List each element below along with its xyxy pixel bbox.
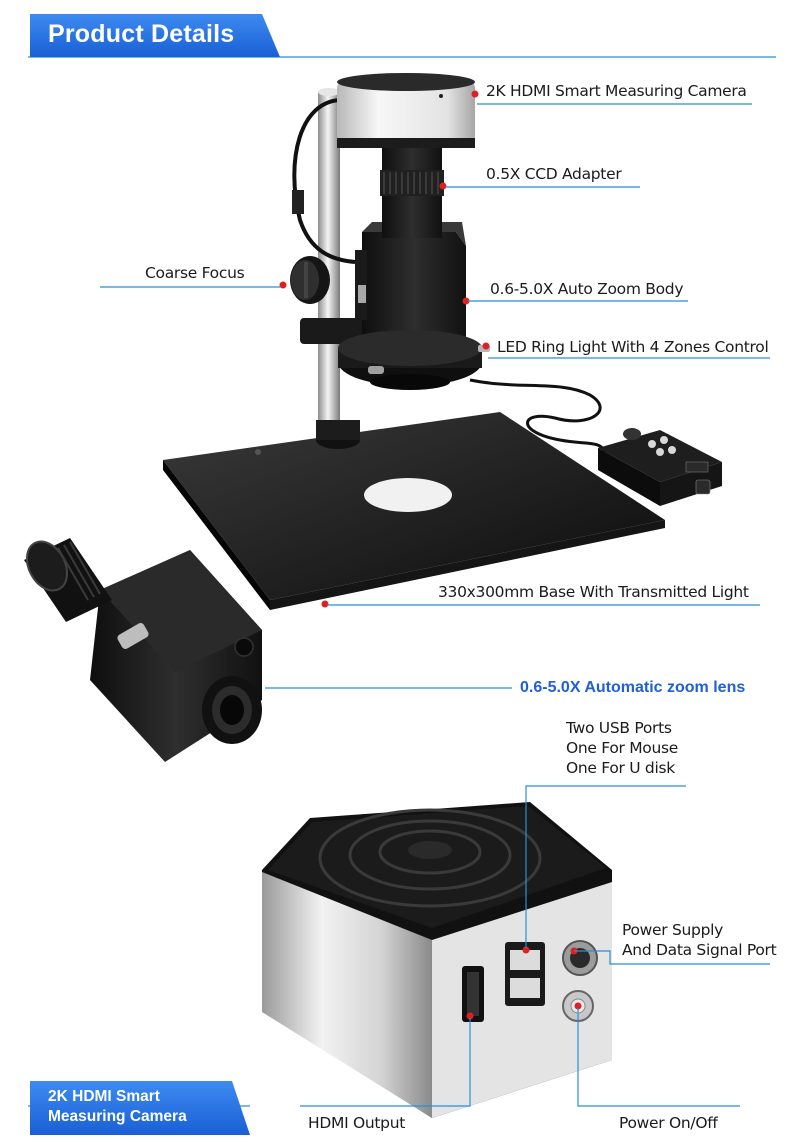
callout-usb-line2: One For Mouse (566, 739, 679, 757)
footer-title: 2K HDMI Smart Measuring Camera (48, 1087, 187, 1127)
callout-power-switch: Power On/Off (619, 1114, 718, 1132)
callout-power-port-line1: Power Supply (622, 921, 724, 939)
controller-cable (469, 378, 607, 453)
microscope-base (163, 412, 665, 610)
page-title: Product Details (48, 20, 235, 48)
zoom-lens-photo (24, 538, 262, 762)
ccd-adapter (380, 148, 447, 238)
camera-head (337, 73, 479, 148)
callout-coarse-focus: Coarse Focus (145, 264, 245, 282)
callout-power-port-line2: And Data Signal Port (622, 941, 777, 959)
callout-lines (100, 103, 770, 1107)
footer-badge (30, 1081, 250, 1135)
callout-zoom-lens: 0.6-5.0X Automatic zoom lens (520, 679, 746, 696)
led-ring-light (338, 330, 490, 390)
footer-title-line2: Measuring Camera (48, 1108, 187, 1125)
header-badge (30, 14, 280, 57)
callout-zoom-body: 0.6-5.0X Auto Zoom Body (490, 280, 684, 298)
callout-hdmi: HDMI Output (308, 1114, 406, 1132)
callout-base: 330x300mm Base With Transmitted Light (438, 583, 749, 601)
callout-adapter: 0.5X CCD Adapter (486, 165, 622, 183)
support-pillar (316, 88, 360, 449)
callout-camera: 2K HDMI Smart Measuring Camera (486, 82, 747, 100)
footer-title-line1: 2K HDMI Smart (48, 1088, 160, 1105)
callout-usb-line1: Two USB Ports (566, 719, 672, 737)
light-controller-box (598, 428, 722, 506)
camera-closeup-photo (262, 802, 612, 1118)
callout-usb-line3: One For U disk (566, 759, 675, 777)
focus-arm (279, 256, 370, 344)
callout-ring-light: LED Ring Light With 4 Zones Control (497, 338, 769, 356)
cable-connector (292, 190, 304, 214)
